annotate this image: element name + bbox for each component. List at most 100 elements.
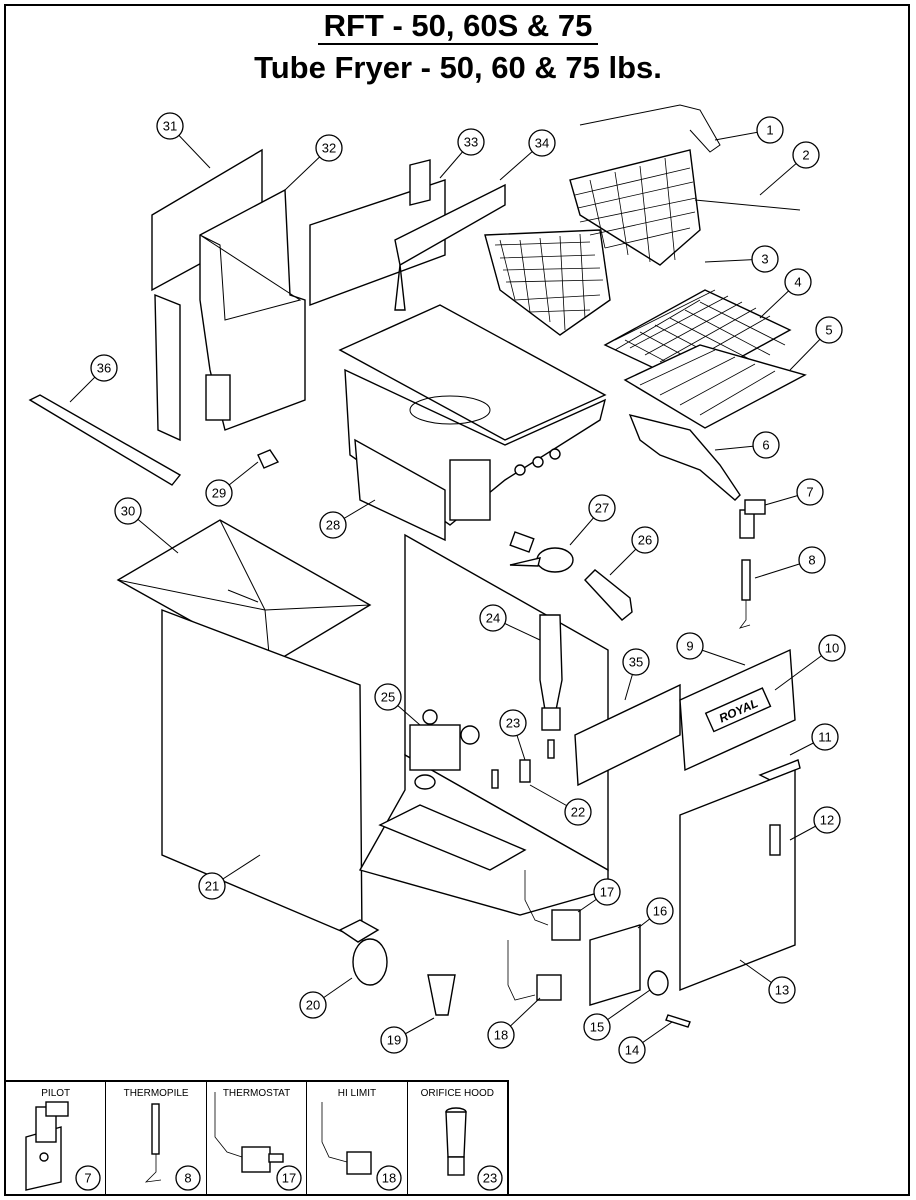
- svg-text:20: 20: [306, 998, 320, 1013]
- callout-26: 26: [631, 526, 659, 554]
- svg-text:13: 13: [775, 983, 789, 998]
- front-rail-part: [28, 394, 182, 486]
- callout-31: 31: [156, 112, 184, 140]
- callout-18: 18: [487, 1021, 515, 1049]
- page-title: RFT - 50, 60S & 75: [0, 8, 916, 45]
- cabinet-door-part: [679, 768, 796, 992]
- svg-text:26: 26: [638, 533, 652, 548]
- callout-16: 16: [646, 897, 674, 925]
- callout-7: 7: [796, 478, 824, 506]
- callout-22: 22: [564, 798, 592, 826]
- svg-text:12: 12: [820, 813, 834, 828]
- callout-14: 14: [618, 1036, 646, 1064]
- svg-text:30: 30: [121, 504, 135, 519]
- svg-text:23: 23: [506, 716, 520, 731]
- legend-orifice-hood: ORIFICE HOOD 23: [408, 1082, 507, 1194]
- callout-17: 17: [593, 878, 621, 906]
- callout-9: 9: [676, 632, 704, 660]
- callout-10: 10: [818, 634, 846, 662]
- svg-text:21: 21: [205, 879, 219, 894]
- page-subtitle: Tube Fryer - 50, 60 & 75 lbs.: [254, 50, 662, 85]
- legend-thermostat-label: THERMOSTAT: [222, 1088, 291, 1099]
- callout-36: 36: [90, 354, 118, 382]
- control-knob-part: [647, 970, 669, 996]
- legend-thermopile-number: 8: [185, 1171, 192, 1186]
- callout-29: 29: [205, 479, 233, 507]
- svg-text:33: 33: [464, 135, 478, 150]
- thermostat-icon: 17: [214, 1092, 302, 1191]
- svg-text:36: 36: [97, 361, 111, 376]
- hinge-pin-part: [665, 1014, 691, 1028]
- svg-text:29: 29: [212, 486, 226, 501]
- callout-19: 19: [380, 1026, 408, 1054]
- callout-13: 13: [768, 976, 796, 1004]
- svg-text:10: 10: [825, 641, 839, 656]
- thermostat-bracket-part: [589, 924, 641, 1006]
- svg-text:34: 34: [535, 136, 549, 151]
- drain-valve-part: [509, 531, 574, 573]
- callout-34: 34: [528, 129, 556, 157]
- svg-text:4: 4: [794, 275, 801, 290]
- svg-text:18: 18: [494, 1028, 508, 1043]
- svg-text:11: 11: [818, 730, 832, 745]
- callout-33: 33: [457, 128, 485, 156]
- callout-11: 11: [811, 723, 839, 751]
- flue-deflector-part: [394, 183, 506, 311]
- gas-valve-part: [409, 709, 480, 790]
- svg-text:17: 17: [600, 885, 614, 900]
- callout-4: 4: [784, 268, 812, 296]
- legend-thermostat: THERMOSTAT 17: [207, 1082, 308, 1194]
- drain-extension-part: [584, 569, 633, 621]
- legend-hi-limit: HI LIMIT 18: [307, 1082, 408, 1194]
- side-panel-left-part: [151, 148, 263, 442]
- legend-pilot-label: PILOT: [41, 1088, 71, 1099]
- legend-thermopile: THERMOPILE 8: [106, 1082, 207, 1194]
- svg-text:6: 6: [762, 438, 769, 453]
- cabinet-side-part: [161, 608, 363, 942]
- svg-text:22: 22: [571, 805, 585, 820]
- flue-riser-part: [199, 188, 306, 431]
- callout-20: 20: [299, 991, 327, 1019]
- svg-text:14: 14: [625, 1043, 639, 1058]
- page-border: [4, 4, 910, 1196]
- filler-panel-part: [574, 683, 681, 787]
- svg-text:24: 24: [486, 611, 500, 626]
- clip-part: [257, 449, 280, 469]
- svg-text:3: 3: [761, 252, 768, 267]
- svg-text:2: 2: [802, 148, 809, 163]
- exploded-parts-diagram: ROYAL: [28, 104, 846, 1064]
- svg-text:15: 15: [590, 1020, 604, 1035]
- svg-text:1: 1: [766, 123, 773, 138]
- hi-limit-icon: 18: [321, 1102, 402, 1191]
- hi-limit-part: [507, 940, 562, 1001]
- heat-baffle-part: [628, 413, 741, 501]
- svg-text:27: 27: [595, 501, 609, 516]
- door-handle-bar-part: [758, 759, 801, 781]
- cabinet-frame-part: [358, 533, 609, 916]
- legend-hi-limit-number: 18: [382, 1171, 396, 1186]
- legend-pilot: PILOT 7: [6, 1082, 107, 1194]
- caster-part: [338, 919, 388, 986]
- svg-text:19: 19: [387, 1033, 401, 1048]
- svg-text:31: 31: [163, 119, 177, 134]
- svg-text:35: 35: [629, 655, 643, 670]
- fry-pot-part: [338, 304, 607, 542]
- svg-text:7: 7: [806, 485, 813, 500]
- callout-35: 35: [622, 648, 650, 676]
- legend-thermopile-label: THERMOPILE: [123, 1088, 189, 1099]
- back-panel-part: [309, 159, 446, 307]
- legend-hi-limit-label: HI LIMIT: [337, 1088, 377, 1099]
- svg-text:25: 25: [381, 690, 395, 705]
- svg-text:16: 16: [653, 904, 667, 919]
- fry-basket-part: [484, 149, 801, 336]
- pilot-part: [739, 499, 766, 539]
- callout-32: 32: [315, 134, 343, 162]
- legend-thermostat-number: 17: [282, 1171, 296, 1186]
- burner-tube-part: [539, 614, 563, 731]
- callout-24: 24: [479, 604, 507, 632]
- svg-text:5: 5: [825, 323, 832, 338]
- callout-6: 6: [752, 431, 780, 459]
- callout-30: 30: [114, 497, 142, 525]
- callout-21: 21: [198, 872, 226, 900]
- svg-text:28: 28: [326, 518, 340, 533]
